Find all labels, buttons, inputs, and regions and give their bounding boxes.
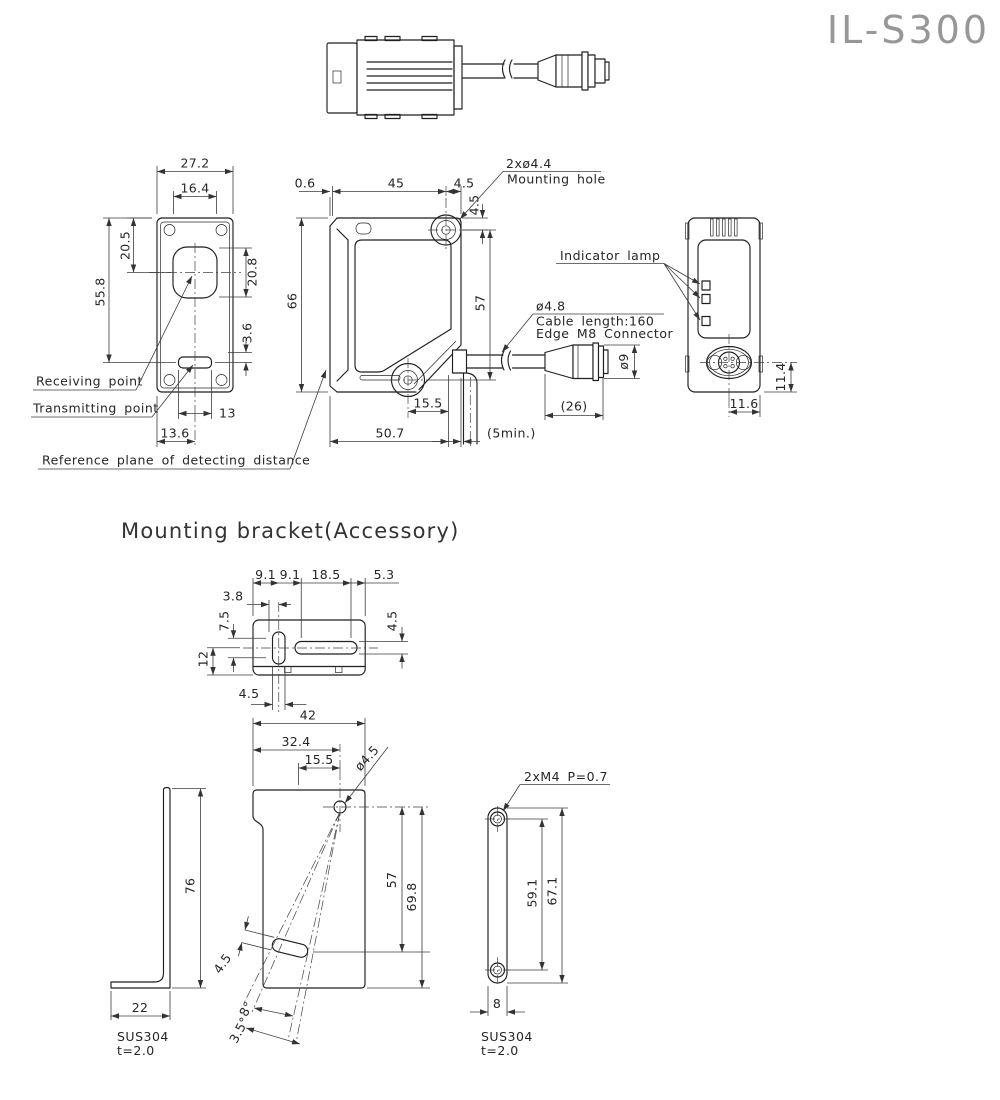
dim-top-c: 18.5 [311,567,340,582]
dim-lens-width: 16.4 [180,181,209,196]
dim-bf-h1: 57 [384,872,399,889]
dim-top-slot-w2: 4.5 [239,686,260,701]
dim-top-a: 9.1 [255,567,276,582]
strap-thickness: t=2.0 [481,1043,519,1058]
cable-length-label: Cable length:160 [536,314,654,329]
bracket-side-view: 76 22 SUS304 t=2.0 [110,786,206,1058]
cable-exit [451,349,468,374]
cable-and-connector-top [461,51,610,91]
dim-bf-width: 42 [300,708,317,723]
dim-tx-y: 55.8 [93,277,108,306]
bs-thickness: t=2.0 [117,1043,155,1058]
top-assembly-view [326,35,610,120]
bracket-front-dimensions: 42 32.4 15.5 ø4.5 57 69.8 4.5 8° 3.5° [210,708,430,1045]
dim-lens-y: 20.5 [118,231,133,260]
bracket-top-dimensions: 9.1 9.1 18.5 5.3 3.8 7.5 12 4.5 4.5 [196,567,408,710]
dim-hole-x: 4.5 [454,176,475,191]
dim-conn-y: 11.4 [773,362,788,391]
dim-strap-width: 8 [493,996,501,1011]
bracket-heading: Mounting bracket(Accessory) [121,519,460,543]
dim-height: 66 [285,293,300,310]
cable-dia-label: ø4.8 [536,299,566,314]
indicator-lamp-1 [701,280,711,291]
dim-tx-w: 13 [219,406,236,421]
dim-cable-x: 15.5 [413,396,442,411]
sensor-back-annotations: Indicator lamp 11.4 11.6 [556,248,797,417]
bs-material: SUS304 [117,1029,169,1044]
dim-top-f: 7.5 [217,611,232,632]
dim-strap-height: 67.1 [545,876,560,905]
dim-depth: 50.7 [375,426,404,441]
sensor-side-view [329,198,609,449]
drawing-title: IL-S300 [827,8,990,52]
reference-plane-label: Reference plane of detecting distance [42,453,310,468]
receiving-point-label: Receiving point [36,374,143,389]
dim-front-width: 27.2 [180,156,209,171]
dim-holes-span: 57 [473,295,488,312]
dim-bf-hole-x: 32.4 [281,734,310,749]
mounting-hole-label: Mounting hole [507,172,606,187]
sensor-front-view [149,217,241,447]
dim-tx-x: 13.6 [160,426,189,441]
strap-bracket-view: 2xM4 P=0.7 59.1 67.1 8 SUS304 t=2.0 [470,769,610,1058]
strap-material: SUS304 [481,1029,533,1044]
dim-gap: 3.6 [240,323,255,344]
vent-slots [710,218,738,237]
dim-top-slot-w: 4.5 [385,611,400,632]
dim-lens-h: 20.8 [245,257,260,286]
dim-conn-len: (26) [561,399,588,414]
m8-connector-side [544,342,609,382]
dim-body: 45 [388,176,405,191]
dim-bend: (5min.) [487,426,536,441]
mounting-hole-size-label: 2xø4.4 [506,156,552,171]
bracket-arc-slot [271,938,309,958]
sensor-front-dimensions: 27.2 16.4 20.5 55.8 20.8 3.6 13 13.6 [93,156,260,447]
bracket-front-view [242,770,430,1044]
dim-bf-angle1: 8° [236,999,256,1019]
sensor-back-view [685,217,797,398]
dim-bs-height: 76 [183,878,198,895]
indicator-lamp-label: Indicator lamp [560,248,660,263]
sensor-front-labels: Receiving point Transmitting point Refer… [31,275,327,470]
sensor-side-labels: 2xø4.4 Mounting hole ø4.8 Cable length:1… [459,156,673,353]
dim-top-b: 9.1 [280,567,301,582]
indicator-lamp-3 [701,315,711,327]
bracket-top-view [243,602,378,712]
heatsink-ridges [366,61,453,91]
dim-top-g: 12 [196,651,211,668]
strap-thread-label: 2xM4 P=0.7 [524,769,608,784]
transmitting-point-label: Transmitting point [32,401,159,416]
dim-conn-dia: ø9 [616,353,631,369]
dim-conn-x: 11.6 [729,396,758,411]
dim-strap-span: 59.1 [525,878,540,907]
bf-hole-dia-label: ø4.5 [351,742,381,773]
dim-face: 0.6 [295,176,316,191]
dim-top-e: 3.8 [223,589,244,604]
indicator-lamp-2 [701,293,711,305]
dim-bf-slot-x: 15.5 [304,752,333,767]
connector-label: Edge M8 Connector [536,326,673,341]
dim-bs-depth: 22 [132,1000,149,1015]
dim-bf-slot-w: 4.5 [210,951,234,977]
dim-bf-h2: 69.8 [404,882,419,911]
dim-top-d: 5.3 [374,567,395,582]
